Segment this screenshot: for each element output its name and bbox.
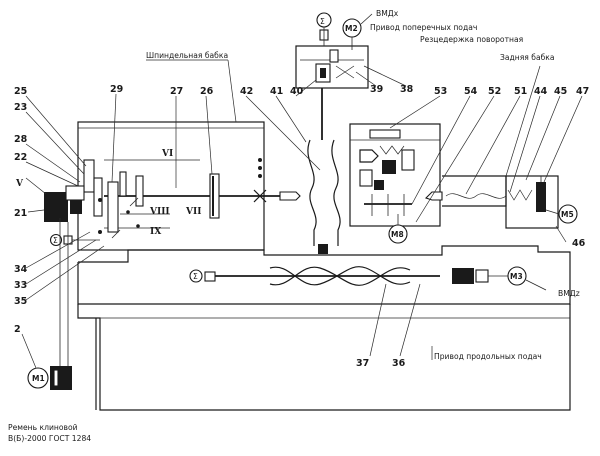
callout-34: 34	[14, 264, 28, 275]
callout-52: 52	[488, 86, 501, 97]
callout-46: 46	[572, 238, 586, 249]
motor-m3-label: M3	[510, 272, 523, 281]
spindle-head-gears	[44, 158, 301, 247]
callout-26: 26	[200, 86, 214, 97]
label-turret-toolholder: Резцедержка поворотная	[420, 35, 523, 44]
tailstock: M5	[424, 175, 578, 229]
turret-toolholder: M8	[349, 123, 441, 244]
spindle-bearing-front	[253, 158, 267, 203]
callout-numbers: 25 23 28 22 21 34 33 35 2 29 27 26 42 41…	[14, 84, 589, 369]
sensor-top-glyph: Σ	[320, 17, 325, 26]
motor-m8-label: M8	[391, 230, 404, 239]
callout-35: 35	[14, 296, 27, 307]
callout-51: 51	[514, 86, 527, 97]
callout-28: 28	[14, 134, 28, 145]
shaft-v-label: V	[15, 179, 24, 189]
main-motor-m1: M1	[27, 218, 72, 390]
callout-37: 37	[356, 358, 369, 369]
spindle-head-housing	[77, 121, 265, 251]
motor-m2-label: M2	[345, 24, 358, 33]
callout-53: 53	[434, 86, 447, 97]
callout-33: 33	[14, 280, 27, 291]
cross-slide-bellows	[307, 139, 341, 254]
label-encoder-right: ВМДz	[558, 289, 580, 298]
longitudinal-feed: Σ M3	[189, 266, 547, 291]
label-longitudinal-feed-drive: Привод продольных подач	[434, 352, 542, 361]
callout-23: 23	[14, 102, 27, 113]
callout-47: 47	[576, 86, 589, 97]
shaft-viii-label: VIII	[149, 207, 170, 217]
label-v-belt-line2: В(Б)-2000 ГОСТ 1284	[8, 434, 91, 443]
label-tailstock: Задняя бабка	[500, 53, 555, 62]
sensor-bottom-glyph: Σ	[193, 272, 198, 281]
callout-38: 38	[400, 84, 414, 95]
label-spindle-head: Шпиндельная бабка	[146, 51, 228, 60]
callout-25: 25	[14, 86, 27, 97]
shaft-vi-label: VI	[161, 149, 173, 159]
callout-21: 21	[14, 208, 27, 219]
text-labels: Шпиндельная бабка Привод поперечных пода…	[8, 9, 580, 443]
callout-42: 42	[240, 86, 253, 97]
callout-29: 29	[110, 84, 123, 95]
callout-40: 40	[290, 86, 304, 97]
cross-feed-drive: Σ M2	[295, 12, 373, 140]
callout-45: 45	[554, 86, 567, 97]
callout-41: 41	[270, 86, 283, 97]
leader-lines	[21, 59, 583, 369]
callout-39: 39	[370, 84, 383, 95]
label-v-belt-line1: Ремень клиновой	[8, 423, 78, 432]
label-encoder-top: ВМДх	[376, 9, 399, 18]
label-cross-feed-drive: Привод поперечных подач	[370, 23, 477, 32]
callout-36: 36	[392, 358, 406, 369]
motor-m5-label: M5	[561, 210, 574, 219]
shaft-ix-label: IX	[150, 227, 161, 237]
callout-2: 2	[14, 324, 21, 335]
machine-bed	[77, 245, 571, 411]
callout-54: 54	[464, 86, 478, 97]
callout-22: 22	[14, 152, 27, 163]
sensor-left-glyph: Σ	[53, 236, 58, 245]
shaft-vii-label: VII	[185, 207, 201, 217]
callout-27: 27	[170, 86, 183, 97]
shaft-labels: V VI VII VIII IX Σ	[15, 149, 201, 245]
motor-m1-label: M1	[32, 374, 45, 383]
callout-44: 44	[534, 86, 548, 97]
